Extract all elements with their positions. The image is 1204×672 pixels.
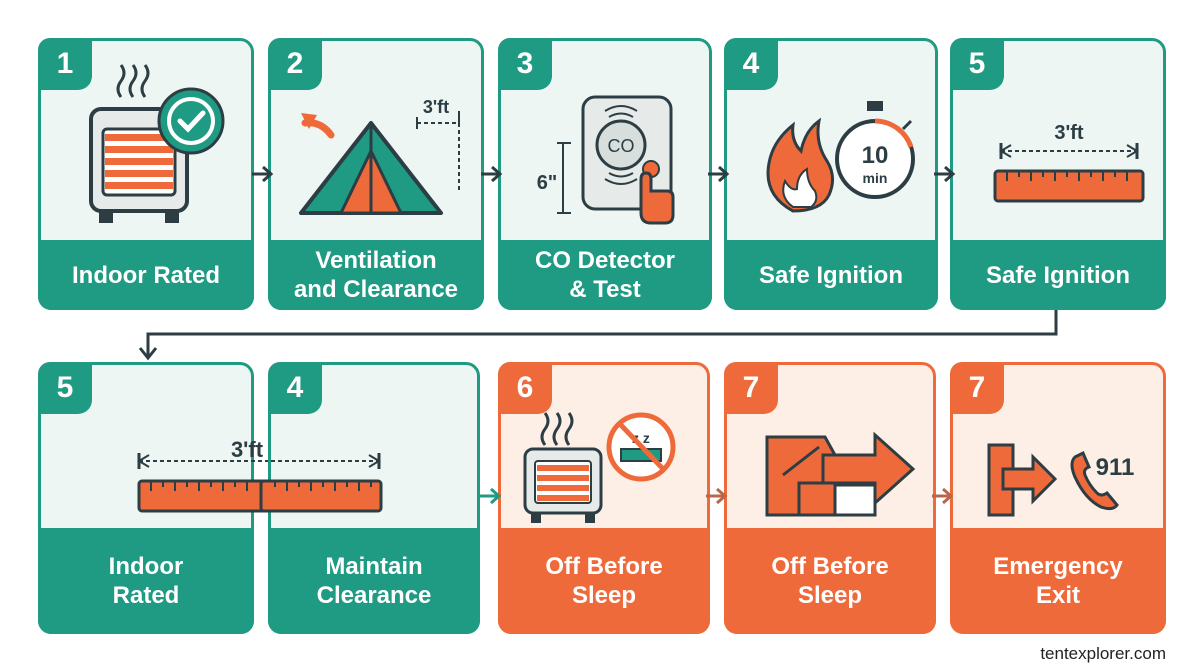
measure-label: 3'ft: [1054, 122, 1084, 144]
arrow-connector: [934, 165, 956, 183]
measure-label: 3'ft: [231, 437, 264, 462]
flame-timer-icon: 10 min: [766, 101, 915, 213]
arrow-connector: [481, 165, 503, 183]
step-label: Safe Ignition: [724, 240, 938, 310]
row-wrap-arrow: [138, 310, 1058, 361]
step-number: 5: [38, 362, 92, 414]
step-card-3: CO 6" 3 CO Detector& Test: [498, 38, 712, 310]
step-number: 4: [724, 38, 778, 90]
step-number: 7: [950, 362, 1004, 414]
ruler-icon: 3'ft: [993, 122, 1145, 203]
step-number: 1: [38, 38, 92, 90]
step-number: 7: [724, 362, 778, 414]
arrow-connector: [932, 487, 954, 505]
step-number: 6: [498, 362, 552, 414]
house-exit-icon: [765, 431, 916, 517]
arrow-connector: [708, 165, 730, 183]
timer-unit: min: [863, 170, 888, 186]
ruler-icon: [259, 453, 383, 513]
step-card-5: 3'ft 5 Safe Ignition: [950, 38, 1166, 310]
ruler-icon: 3'ft: [137, 437, 381, 513]
detector-text: CO: [608, 136, 635, 156]
step-number: 2: [268, 38, 322, 90]
step-number: 3: [498, 38, 552, 90]
co-detector-icon: CO 6": [537, 95, 675, 225]
footer-site: tentexplorer.com: [1040, 644, 1166, 663]
step-number: 4: [268, 362, 322, 414]
measure-label: 3'ft: [423, 97, 449, 117]
heater-check-icon: [89, 64, 225, 223]
step-number: 5: [950, 38, 1004, 90]
arrow-connector: [706, 487, 728, 505]
step-card-4: 10 min 4 Safe Ignition: [724, 38, 938, 310]
timer-value: 10: [862, 142, 889, 169]
arrow-connector: [480, 487, 502, 505]
step-label: Indoor Rated: [38, 240, 254, 310]
tent-vent-icon: 3'ft: [299, 97, 460, 215]
exit-phone-icon: 911: [987, 443, 1135, 517]
step-label: CO Detector& Test: [498, 240, 712, 310]
heater-no-sleep-icon: z z: [523, 412, 676, 523]
arrow-connector: [252, 165, 274, 183]
phone-text: 911: [1096, 454, 1135, 481]
measure-label: 6": [537, 172, 558, 194]
step-card-1: 1 Indoor Rated: [38, 38, 254, 310]
step-label: Safe Ignition: [950, 240, 1166, 310]
